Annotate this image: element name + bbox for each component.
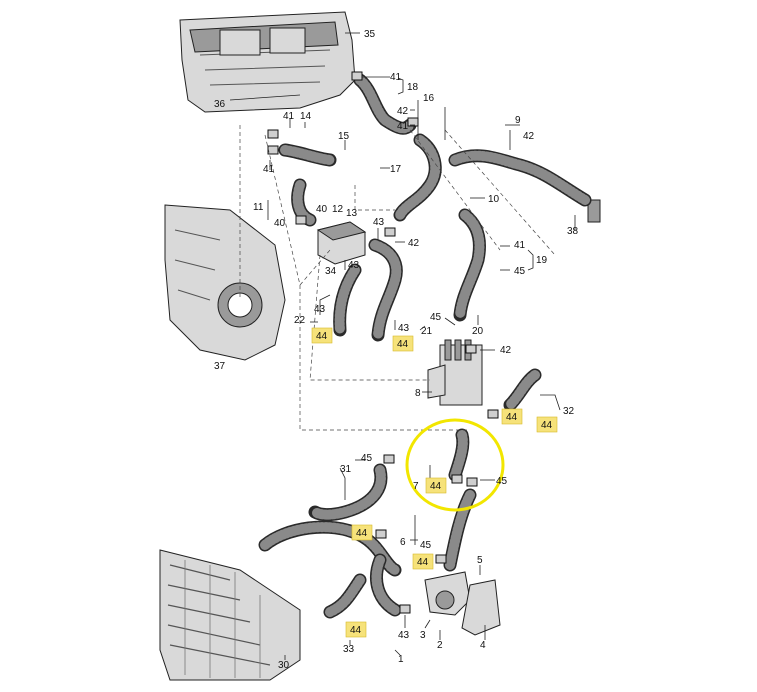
callout-label: 19 xyxy=(536,255,548,266)
callout-label: 43 xyxy=(373,217,385,228)
callout-label: 41 xyxy=(283,111,295,122)
callout-label: 45 xyxy=(496,476,508,487)
electronics-module-drawing xyxy=(179,11,356,113)
hoses xyxy=(258,73,592,619)
callout-label: 6 xyxy=(400,537,406,548)
callout-label: 16 xyxy=(423,93,435,104)
clamps xyxy=(267,71,499,614)
callout-label: 22 xyxy=(294,315,306,326)
callout-label: 5 xyxy=(477,555,483,566)
callout-label: 8 xyxy=(415,388,421,399)
highlight-box xyxy=(501,408,523,425)
callout-label: 41 xyxy=(390,72,402,83)
highlight-box xyxy=(392,335,414,352)
highlight-box xyxy=(536,416,558,433)
callout-label: 42 xyxy=(523,131,535,142)
highlight-circle xyxy=(405,418,505,512)
callout-label: 44 xyxy=(356,528,368,539)
callout-label: 14 xyxy=(300,111,312,122)
highlight-box xyxy=(311,327,333,344)
callout-labels: 35 36 41 18 16 42 41 9 42 41 14 15 41 17… xyxy=(214,29,579,671)
valve-block-drawing xyxy=(427,339,483,406)
callout-label: 34 xyxy=(325,266,337,277)
callout-label: 4 xyxy=(480,640,486,651)
callout-label: 44 xyxy=(316,331,328,342)
filter-housing-drawing xyxy=(316,221,367,265)
callout-label: 31 xyxy=(340,464,352,475)
callout-label: 2 xyxy=(437,640,443,651)
callout-label: 30 xyxy=(278,660,290,671)
gearbox-drawing xyxy=(164,204,286,361)
callout-label: 45 xyxy=(420,540,432,551)
highlight-box xyxy=(345,621,367,638)
callout-label: 45 xyxy=(430,312,442,323)
callout-label: 21 xyxy=(421,326,433,337)
callout-label: 15 xyxy=(338,131,350,142)
callout-label: 12 xyxy=(332,204,344,215)
pump-drawing xyxy=(424,571,501,636)
callout-label: 37 xyxy=(214,361,226,372)
callout-label: 32 xyxy=(563,406,575,417)
callout-label: 41 xyxy=(263,164,275,175)
callout-label: 44 xyxy=(506,412,518,423)
reference-lines xyxy=(239,125,556,431)
callout-label: 42 xyxy=(500,345,512,356)
callout-label: 40 xyxy=(274,218,286,229)
callout-label: 44 xyxy=(430,481,442,492)
callout-label: 41 xyxy=(514,240,526,251)
highlight-box xyxy=(412,553,434,570)
callout-label: 42 xyxy=(408,238,420,249)
callout-label: 43 xyxy=(348,260,360,271)
callout-label: 10 xyxy=(488,194,500,205)
callout-label: 38 xyxy=(567,226,579,237)
callout-label: 33 xyxy=(343,644,355,655)
callout-label: 7 xyxy=(413,481,419,492)
callout-label: 40 xyxy=(316,204,328,215)
callout-label: 45 xyxy=(514,266,526,277)
callout-label: 42 xyxy=(397,106,409,117)
callout-label: 43 xyxy=(398,630,410,641)
callout-label: 3 xyxy=(420,630,426,641)
callout-label: 36 xyxy=(214,99,226,110)
callout-label: 43 xyxy=(398,323,410,334)
callout-label: 44 xyxy=(397,339,409,350)
callout-label: 44 xyxy=(350,625,362,636)
callout-label: 35 xyxy=(364,29,376,40)
highlight-box xyxy=(351,524,373,541)
callout-label: 11 xyxy=(253,202,264,213)
callout-label: 43 xyxy=(314,304,326,315)
callout-label: 45 xyxy=(361,453,373,464)
highlight-box xyxy=(425,477,447,494)
callout-label: 44 xyxy=(541,420,553,431)
callout-label: 41 xyxy=(397,121,409,132)
callout-label: 20 xyxy=(472,326,484,337)
hose-end-drawing xyxy=(587,199,601,223)
battery-drawing xyxy=(159,549,301,681)
callout-label: 44 xyxy=(417,557,429,568)
callout-label: 1 xyxy=(398,654,404,665)
callout-label: 9 xyxy=(515,115,521,126)
callout-label: 13 xyxy=(346,208,358,219)
callout-label: 17 xyxy=(390,164,402,175)
callout-label: 18 xyxy=(407,82,419,93)
